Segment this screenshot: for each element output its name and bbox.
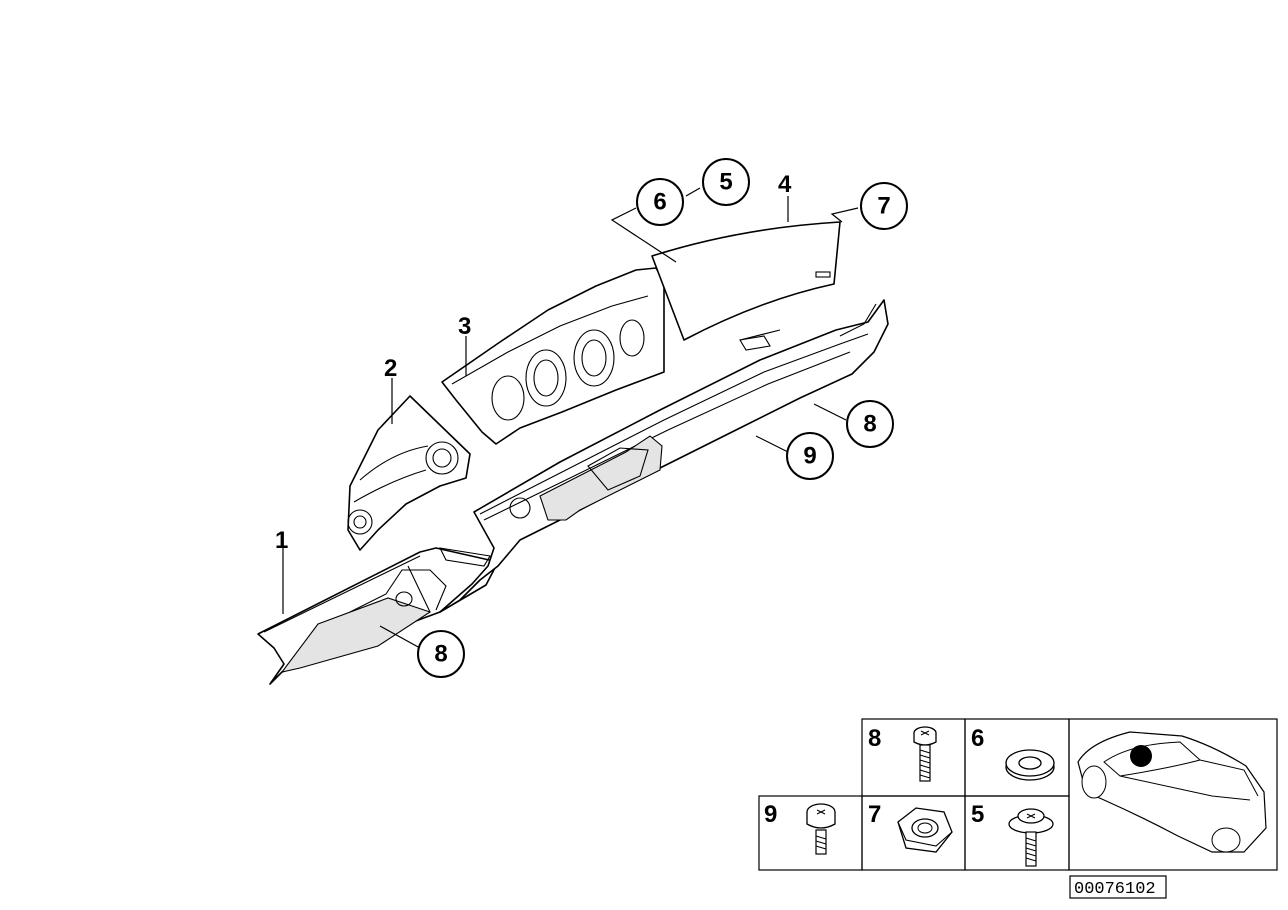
hardware-table: 8 6 9 7 5 xyxy=(758,718,1278,871)
cell-label-9: 9 xyxy=(764,801,777,828)
callout-part-8-right: 8 xyxy=(846,400,894,448)
callout-part-9: 9 xyxy=(786,432,834,480)
collar-screw-icon xyxy=(1008,808,1054,867)
washer-icon xyxy=(1005,749,1055,781)
callout-part-7: 7 xyxy=(860,182,908,230)
reference-number-box: 00076102 xyxy=(1069,875,1167,899)
part-3-instrument-cover xyxy=(441,267,665,445)
callout-part-8-right-text: 8 xyxy=(863,411,876,438)
callout-part-8-left: 8 xyxy=(417,630,465,678)
screw-icon xyxy=(913,726,937,782)
callout-part-7-text: 7 xyxy=(877,193,890,220)
reference-number: 00076102 xyxy=(1074,880,1156,899)
cell-label-7: 7 xyxy=(868,801,881,828)
car-location-icon xyxy=(1077,731,1267,853)
callout-part-6: 6 xyxy=(636,178,684,226)
callout-part-9-text: 9 xyxy=(803,443,816,470)
cell-label-6: 6 xyxy=(971,725,984,752)
dashboard-main-body xyxy=(439,299,889,613)
nut-icon xyxy=(897,807,953,853)
part-1-lower-trim xyxy=(257,547,499,685)
cell-label-8: 8 xyxy=(868,725,881,752)
callout-part-6-text: 6 xyxy=(653,189,666,216)
callout-part-5: 5 xyxy=(702,158,750,206)
callout-part-8-left-text: 8 xyxy=(434,641,447,668)
label-part-2: 2 xyxy=(384,355,397,382)
label-part-4: 4 xyxy=(778,171,792,198)
part-4-top-cover xyxy=(651,221,841,351)
callout-part-5-text: 5 xyxy=(719,169,732,196)
part-2-side-panel xyxy=(347,395,471,551)
label-part-3: 3 xyxy=(458,313,471,340)
bolt-icon xyxy=(806,803,836,855)
leader-lines xyxy=(282,187,859,649)
cell-label-5: 5 xyxy=(971,801,984,828)
label-part-1: 1 xyxy=(275,527,288,554)
